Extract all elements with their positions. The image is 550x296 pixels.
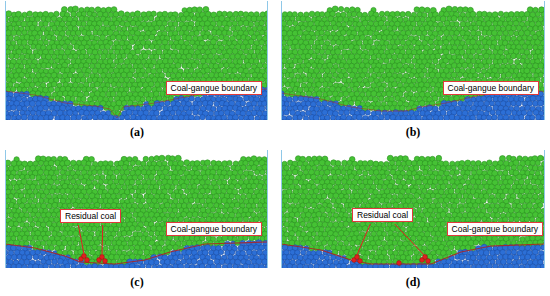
callout-text: Residual coal [357,210,408,220]
callout-box: Coal-gangue boundary [166,222,262,236]
side-wall [281,1,282,120]
residual-particle [100,255,105,260]
leader-line [395,224,425,256]
particle-bed [5,6,268,120]
side-wall [544,150,545,268]
side-wall [281,150,282,268]
callout-text: Coal-gangue boundary [171,83,257,93]
callout-box: Coal-gangue boundary [447,222,543,236]
boundary-line [5,242,268,264]
residual-particle [82,254,87,259]
particle-bed [5,155,268,268]
leader-line [357,224,370,255]
callout-box: Residual coal [60,209,121,223]
callout-box: Residual coal [352,208,413,222]
particle-bed [281,155,545,268]
boundary-line [281,244,545,264]
panel-label: (a) [130,125,144,140]
panel-label: (b) [406,125,421,140]
panel-label: (c) [130,275,143,290]
callout-text: Coal-gangue boundary [448,83,534,93]
side-wall [5,150,6,268]
callout-box: Coal-gangue boundary [166,81,262,95]
leader-line [102,225,104,255]
side-wall [267,150,268,268]
residual-particle [355,255,360,260]
particle-bed [281,6,545,120]
residual-particle [358,259,363,264]
callout-text: Coal-gangue boundary [171,224,257,234]
residual-particle [397,261,402,266]
callout-box: Coal-gangue boundary [443,81,539,95]
residual-particle [85,258,90,263]
callout-text: Coal-gangue boundary [452,224,538,234]
residual-particle [426,259,431,264]
side-wall [544,1,545,120]
leader-line [78,225,84,254]
panel-label: (d) [406,275,421,290]
side-wall [267,1,268,120]
residual-particle [103,259,108,264]
callout-text: Residual coal [65,211,116,221]
side-wall [5,1,6,120]
